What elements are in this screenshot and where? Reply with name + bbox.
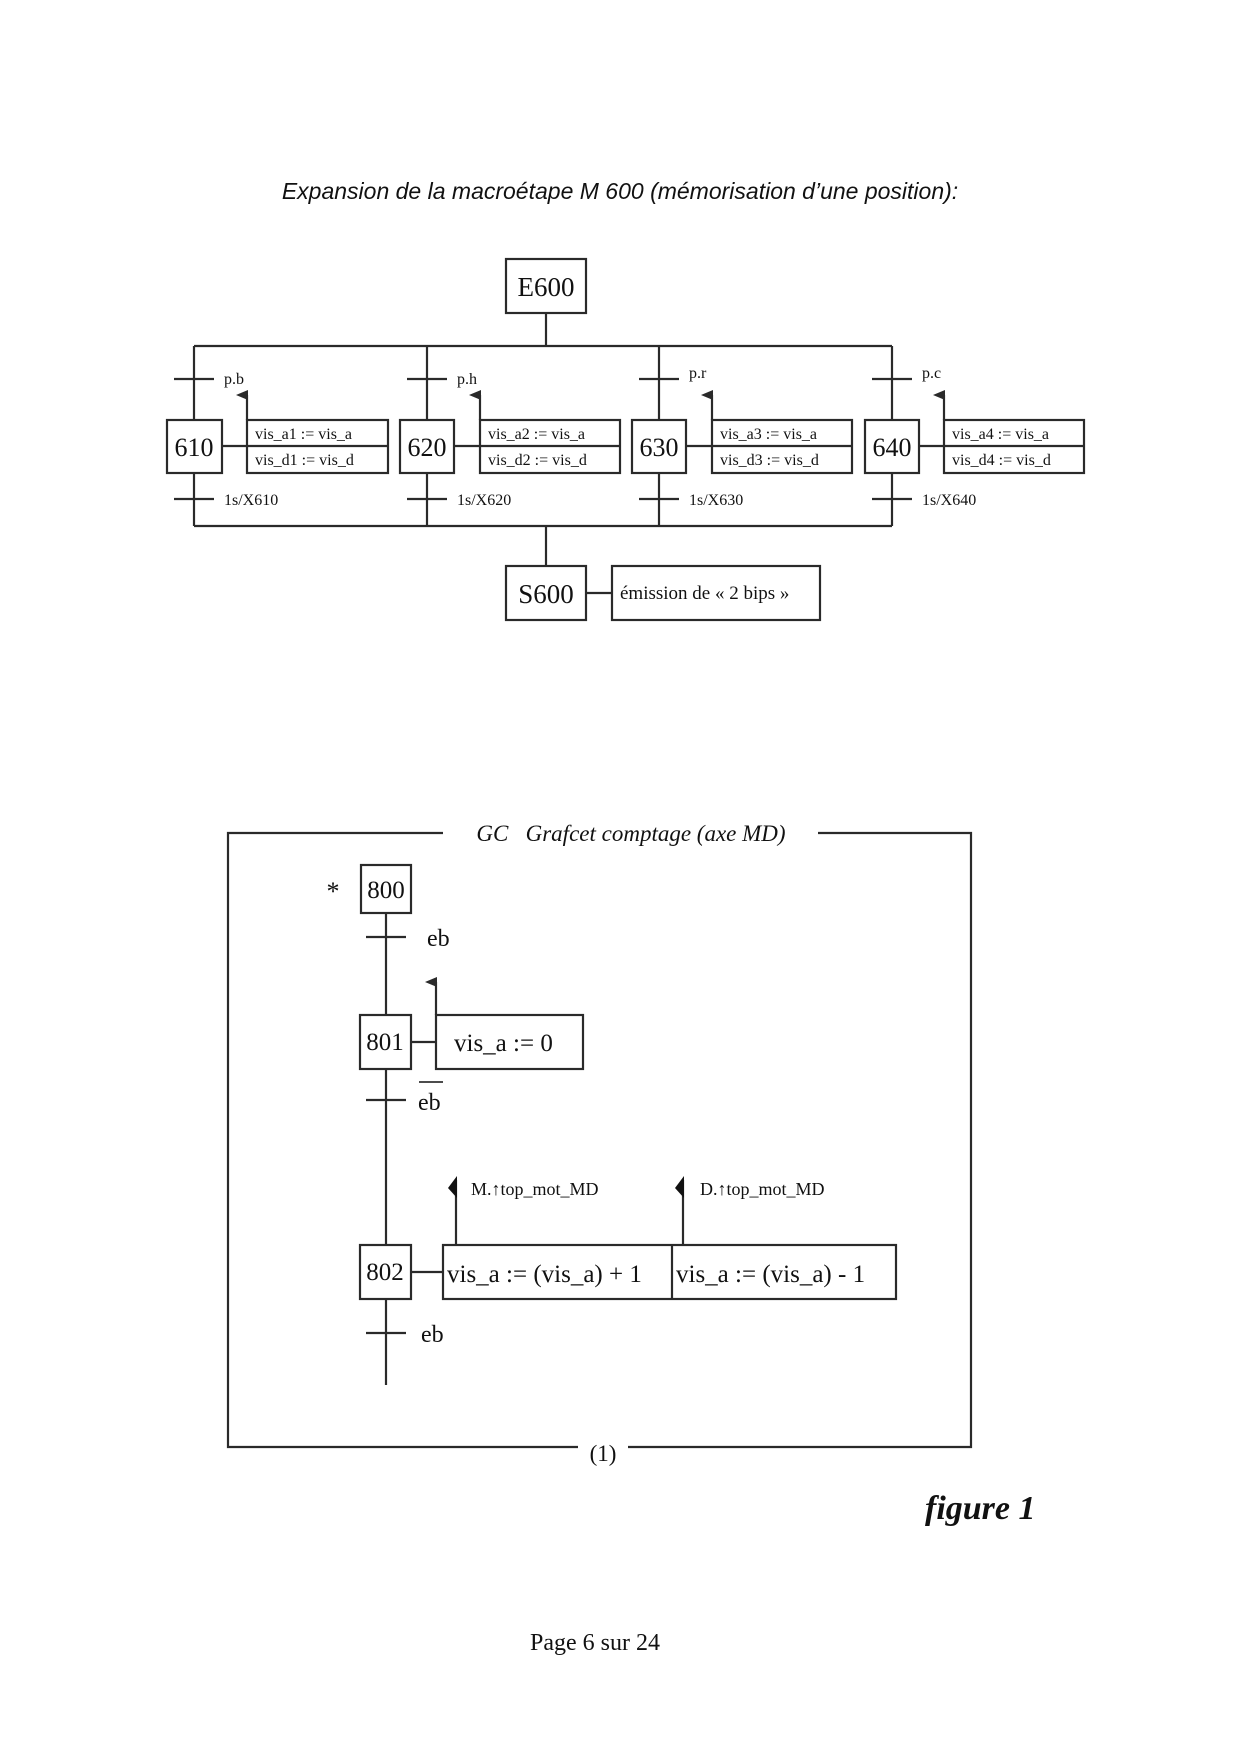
transition-801-condition: eb (418, 1090, 441, 1116)
transition-condition: 1s/X630 (689, 492, 743, 509)
transition-802-condition: eb (421, 1322, 444, 1348)
action-line-2: vis_d3 := vis_d (720, 452, 819, 469)
action-802-box (441, 1243, 898, 1301)
transition-condition: 1s/X610 (224, 492, 278, 509)
step-box (630, 418, 688, 475)
action-line-1: vis_a3 := vis_a (720, 426, 817, 443)
branch-630: p.r 630 vis_a3 := vis_a vis_d3 := vis_d … (630, 346, 854, 526)
figure-caption: figure 1 (925, 1490, 1036, 1527)
action-801-box (434, 1013, 585, 1071)
step-label: 610 (175, 433, 214, 462)
event-flag-icon (675, 1176, 684, 1198)
step-800-label: 800 (367, 877, 405, 904)
exit-action-label: émission de « 2 bips » (620, 583, 789, 604)
frame-title: GC Grafcet comptage (axe MD) (476, 821, 785, 846)
exit-step-box (504, 564, 588, 622)
action-line-1: vis_a1 := vis_a (255, 426, 352, 443)
event-inc-label: M.↑top_mot_MD (471, 1179, 599, 1199)
transition-condition: p.r (689, 365, 707, 382)
counting-grafcet: GC Grafcet comptage (axe MD) (1) * 800 e… (226, 821, 973, 1466)
initial-step-marker: * (327, 877, 340, 906)
transition-condition: 1s/X640 (922, 492, 976, 509)
event-dec-label: D.↑top_mot_MD (700, 1179, 825, 1199)
step-label: 640 (873, 433, 912, 462)
frame-left (226, 831, 578, 1449)
exit-action-box (610, 564, 822, 622)
branch-640: p.c 640 vis_a4 := vis_a vis_d4 := vis_d … (863, 346, 1086, 526)
page-number: Page 6 sur 24 (530, 1630, 660, 1656)
event-flag-icon (448, 1176, 457, 1198)
action-line-2: vis_d4 := vis_d (952, 452, 1051, 469)
entry-step-label: E600 (518, 272, 575, 302)
step-802-label: 802 (366, 1259, 404, 1286)
transition-condition: p.c (922, 365, 941, 382)
branch-610: p.b 610 vis_a1 := vis_a vis_d1 := vis_d … (165, 346, 390, 526)
entry-step-box (504, 257, 588, 315)
step-label: 630 (640, 433, 679, 462)
transition-800-condition: eb (427, 926, 450, 952)
macro-expansion-diagram: E600 S600 émission de « 2 bips » p.b 610… (165, 257, 1086, 622)
transition-condition: p.b (224, 371, 244, 388)
action-line-1: vis_a2 := vis_a (488, 426, 585, 443)
frame-footer-label: (1) (590, 1441, 617, 1466)
exit-step-label: S600 (518, 579, 574, 609)
action-line-2: vis_d1 := vis_d (255, 452, 354, 469)
transition-condition: 1s/X620 (457, 492, 511, 509)
branch-620: p.h 620 vis_a2 := vis_a vis_d2 := vis_d … (398, 346, 622, 526)
action-801-label: vis_a := 0 (454, 1030, 553, 1057)
action-line-1: vis_a4 := vis_a (952, 426, 1049, 443)
action-line-2: vis_d2 := vis_d (488, 452, 587, 469)
frame-right (628, 831, 973, 1449)
transition-condition: p.h (457, 371, 477, 388)
action-802-decrement: vis_a := (vis_a) - 1 (676, 1261, 865, 1288)
step-box (863, 418, 921, 475)
step-800-box (359, 863, 413, 915)
page-title: Expansion de la macroétape M 600 (mémori… (281, 178, 959, 204)
action-802-increment: vis_a := (vis_a) + 1 (447, 1261, 642, 1288)
step-801-label: 801 (366, 1029, 404, 1056)
step-box (165, 418, 224, 475)
step-label: 620 (408, 433, 447, 462)
